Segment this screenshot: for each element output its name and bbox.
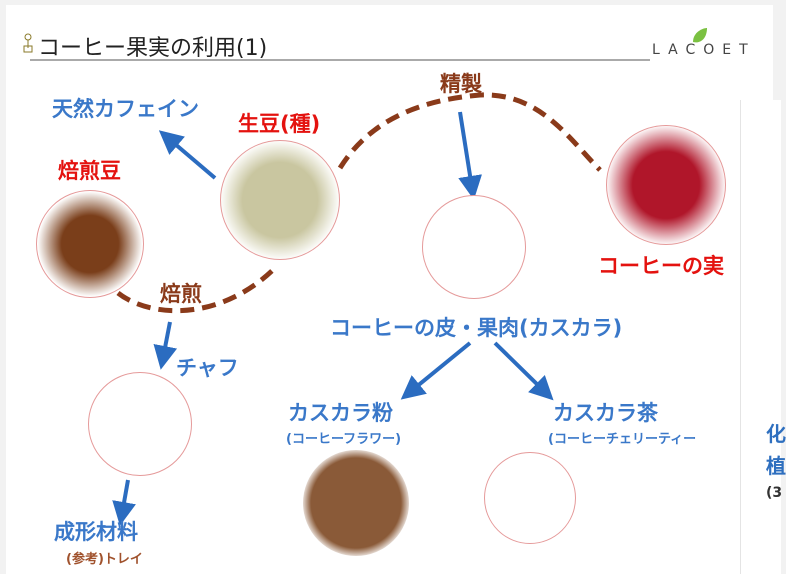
label-cascara-tea: カスカラ茶 (553, 401, 658, 425)
arrow-to-chaff (153, 321, 178, 370)
coffee-cherry-image (606, 125, 726, 245)
label-cascara-flour-sub: (コーヒーフラワー) (286, 432, 402, 447)
arrow-to-tea (493, 341, 554, 401)
side-fragment-1: 化 (766, 422, 786, 446)
side-fragment-2: 植 (766, 454, 786, 478)
roasted-bean-image (36, 190, 144, 298)
label-molding-material: 成形材料 (54, 520, 138, 544)
chaff-circle (88, 372, 192, 476)
label-roasted-bean: 焙煎豆 (58, 159, 121, 183)
label-roasting: 焙煎 (160, 282, 202, 306)
next-slide-preview: 化 植 (3 (740, 100, 786, 574)
label-molding-sub: (参考)トレイ (66, 552, 143, 567)
cascara-tea-circle (484, 452, 576, 544)
roasting-dashed-path (116, 266, 277, 314)
arrow-to-caffeine (158, 130, 217, 180)
cascara-flour-image (303, 450, 409, 556)
brand-logo: LACOET (652, 42, 756, 58)
label-cascara-tea-sub: (コーヒーチェリーティー (548, 432, 697, 447)
leaf-logo-icon (693, 28, 707, 43)
plant-icon (23, 33, 33, 53)
side-fragment-3: (3 (766, 485, 783, 501)
cascara-circle (422, 195, 526, 299)
label-cascara-flour: カスカラ粉 (288, 401, 393, 425)
arrow-refining-down (458, 111, 482, 200)
page-title: コーヒー果実の利用(1) (38, 36, 268, 61)
label-cascara: コーヒーの皮・果肉(カスカラ) (330, 316, 623, 340)
label-green-bean: 生豆(種) (238, 112, 321, 136)
arrow-to-flour (400, 341, 472, 400)
label-natural-caffeine: 天然カフェイン (52, 97, 199, 121)
label-chaff: チャフ (176, 356, 239, 380)
refining-dashed-path (337, 92, 602, 172)
arrow-to-molding (112, 479, 136, 526)
label-coffee-cherry: コーヒーの実 (598, 254, 724, 278)
green-bean-image (220, 140, 340, 260)
label-refining: 精製 (440, 72, 482, 96)
